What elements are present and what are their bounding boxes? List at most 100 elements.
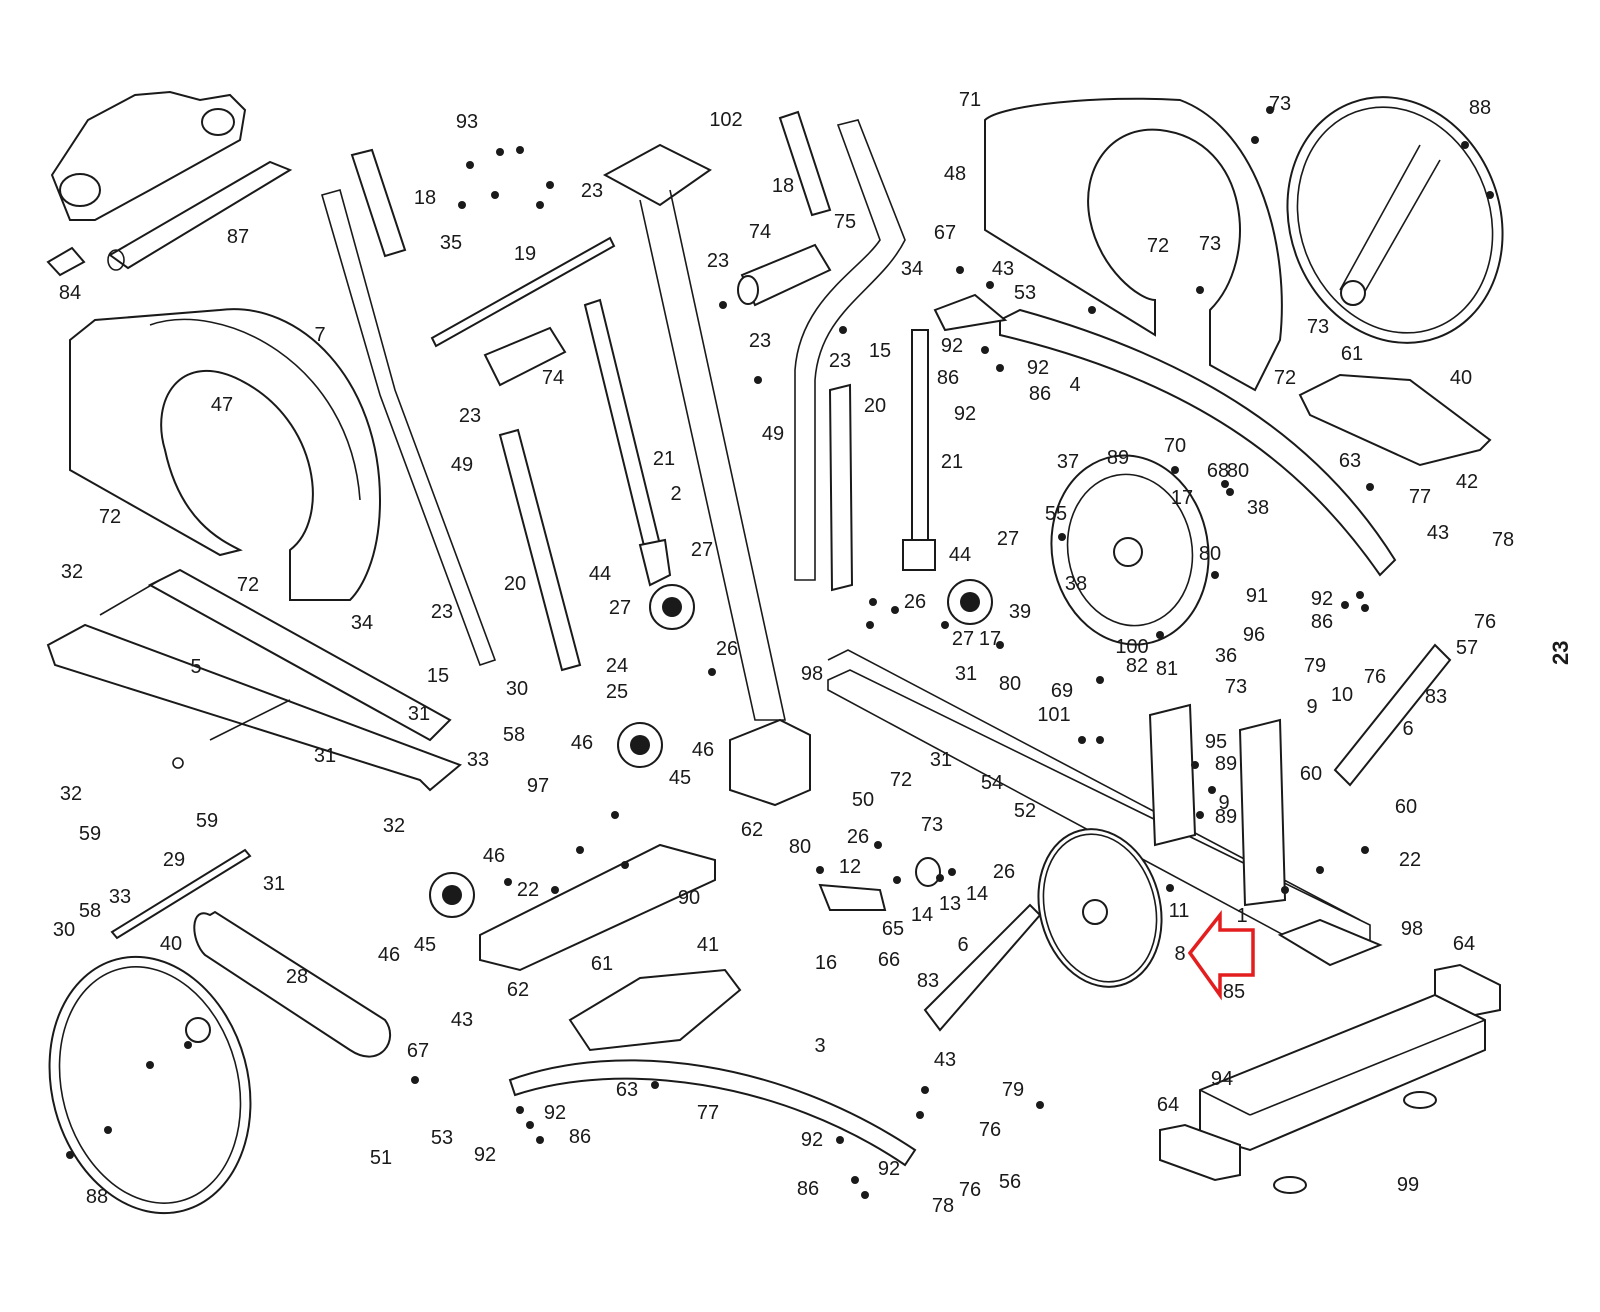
fastener-icon xyxy=(1486,191,1494,199)
callout-label-part-76: 76 xyxy=(959,1179,981,1201)
callout-label-part-12: 12 xyxy=(839,856,861,878)
callout-label-part-44: 44 xyxy=(949,544,971,566)
callout-label-part-98: 98 xyxy=(801,663,823,685)
crank-arm-part-6-lower xyxy=(923,903,1042,1032)
callout-label-part-73: 73 xyxy=(1199,233,1221,255)
pedal-part-41 xyxy=(568,968,742,1052)
callout-label-part-99: 99 xyxy=(1397,1174,1419,1196)
callout-label-part-13: 13 xyxy=(939,893,961,915)
fastener-icon xyxy=(104,1126,112,1134)
callout-label-part-80: 80 xyxy=(1227,460,1249,482)
callout-label-part-93: 93 xyxy=(456,111,478,133)
callout-label-part-24: 24 xyxy=(606,655,628,677)
callout-label-part-37: 37 xyxy=(1057,451,1079,473)
fastener-icon xyxy=(411,1076,419,1084)
fastener-icon xyxy=(1171,466,1179,474)
fastener-icon xyxy=(1078,736,1086,744)
console-part-87 xyxy=(50,90,293,271)
callout-label-part-70: 70 xyxy=(1164,435,1186,457)
shroud-part-47 xyxy=(69,308,382,601)
callout-label-part-50: 50 xyxy=(852,789,874,811)
wheel-part-44-left xyxy=(649,584,695,630)
callout-label-part-76: 76 xyxy=(1474,611,1496,633)
shroud-part-48 xyxy=(984,97,1283,392)
callout-label-part-57: 57 xyxy=(1456,637,1478,659)
callout-label-part-32: 32 xyxy=(61,561,83,583)
callout-label-part-26: 26 xyxy=(993,861,1015,883)
callout-label-part-34: 34 xyxy=(351,612,373,634)
callout-label-part-82: 82 xyxy=(1126,655,1148,677)
callout-label-part-96: 96 xyxy=(1243,624,1265,646)
fastener-icon xyxy=(1461,141,1469,149)
fastener-icon xyxy=(1281,886,1289,894)
fastener-icon xyxy=(1208,786,1216,794)
tube-part-20-left xyxy=(498,428,582,672)
fastener-icon xyxy=(1058,533,1066,541)
callout-label-part-34: 34 xyxy=(901,258,923,280)
callout-label-part-74: 74 xyxy=(542,367,564,389)
callout-label-part-9: 9 xyxy=(1218,792,1229,814)
callout-label-part-80: 80 xyxy=(999,673,1021,695)
callout-label-part-51: 51 xyxy=(370,1147,392,1169)
fastener-icon xyxy=(491,191,499,199)
callout-label-part-27: 27 xyxy=(952,628,974,650)
wheel-part-45-upper xyxy=(617,722,663,768)
callout-label-part-58: 58 xyxy=(79,900,101,922)
fastener-icon xyxy=(719,301,727,309)
callout-label-part-80: 80 xyxy=(1199,543,1221,565)
fastener-icon xyxy=(1096,736,1104,744)
end-cap-part-64-right xyxy=(1434,963,1501,1017)
idler-bracket-part-12 xyxy=(818,857,941,911)
callout-label-part-63: 63 xyxy=(616,1079,638,1101)
callout-label-part-64: 64 xyxy=(1157,1094,1179,1116)
pedal-part-42 xyxy=(1298,373,1492,467)
pulley-part-8 xyxy=(1037,828,1163,988)
callout-label-part-67: 67 xyxy=(407,1040,429,1062)
fastener-icon xyxy=(836,1136,844,1144)
callout-label-part-10: 10 xyxy=(1331,684,1353,706)
callout-label-part-43: 43 xyxy=(1427,522,1449,544)
callout-label-part-92: 92 xyxy=(1311,588,1333,610)
callout-label-part-46: 46 xyxy=(483,845,505,867)
fastener-icon xyxy=(861,1191,869,1199)
leveler-feet-part-99 xyxy=(1273,1091,1437,1194)
callout-label-part-86: 86 xyxy=(797,1178,819,1200)
callout-label-part-31: 31 xyxy=(263,873,285,895)
callout-label-part-22: 22 xyxy=(1399,849,1421,871)
callout-label-part-21: 21 xyxy=(653,448,675,470)
callout-label-part-89: 89 xyxy=(1107,447,1129,469)
callout-label-part-31: 31 xyxy=(930,749,952,771)
fastener-icon xyxy=(516,146,524,154)
callout-label-part-81: 81 xyxy=(1156,658,1178,680)
callout-label-part-87: 87 xyxy=(227,226,249,248)
grip-part-18-left xyxy=(350,148,407,258)
fastener-dots xyxy=(66,106,1494,1199)
stride-arm-part-3 xyxy=(508,1059,917,1167)
callout-label-part-88: 88 xyxy=(86,1186,108,1208)
callout-label-part-73: 73 xyxy=(1225,676,1247,698)
callout-label-part-46: 46 xyxy=(378,944,400,966)
disc-part-40-left xyxy=(48,955,252,1215)
callout-label-part-23: 23 xyxy=(431,601,453,623)
fastener-icon xyxy=(891,606,899,614)
callout-label-part-85: 85 xyxy=(1223,981,1245,1003)
callout-label-part-46: 46 xyxy=(571,732,593,754)
callout-label-part-5: 5 xyxy=(190,656,201,678)
callout-label-part-31: 31 xyxy=(314,745,336,767)
callout-label-part-61: 61 xyxy=(1341,343,1363,365)
fastener-icon xyxy=(948,868,956,876)
callout-label-part-100: 100 xyxy=(1115,636,1148,658)
base-part-90 xyxy=(479,843,716,972)
crank-arm-part-6-right xyxy=(1333,643,1452,787)
callout-label-part-41: 41 xyxy=(697,934,719,956)
fastener-icon xyxy=(504,878,512,886)
fastener-icon xyxy=(1036,1101,1044,1109)
callout-label-part-84: 84 xyxy=(59,282,81,304)
callout-label-part-76: 76 xyxy=(979,1119,1001,1141)
callout-label-part-98: 98 xyxy=(1401,918,1423,940)
callout-label-part-33: 33 xyxy=(467,749,489,771)
wheel-part-45-lower xyxy=(429,872,475,918)
callout-label-part-89: 89 xyxy=(1215,806,1237,828)
callout-label-part-23: 23 xyxy=(707,250,729,272)
